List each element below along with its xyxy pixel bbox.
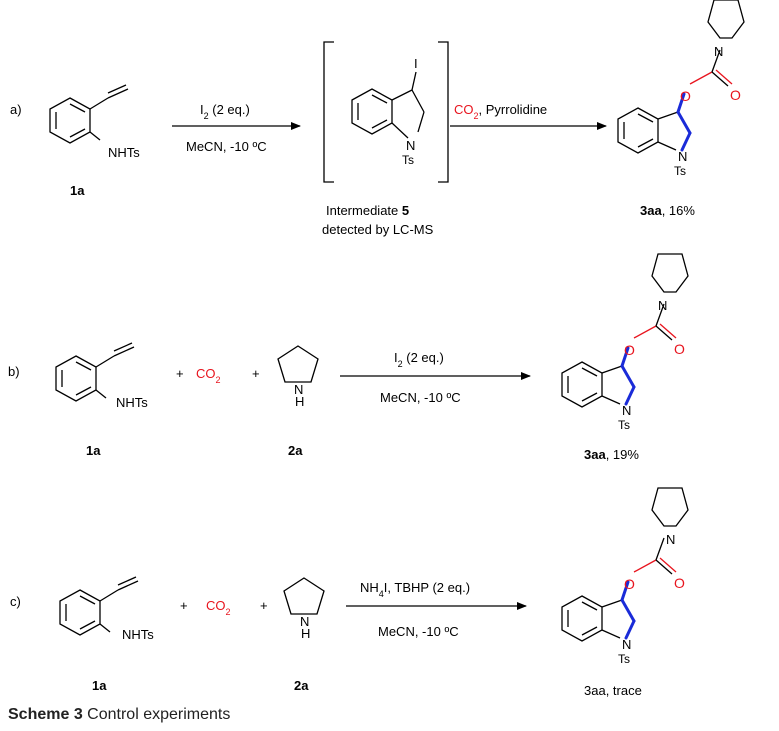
row-c-arrow-bottom: MeCN, -10 ºC	[378, 624, 459, 639]
row-b-co2: CO2	[196, 366, 221, 385]
row-c-arrow-top: NH4I, TBHP (2 eq.)	[360, 580, 470, 599]
bracket-right	[438, 41, 449, 183]
row-a-product-ring-n: N	[678, 149, 687, 164]
row-b-arrow-bottom: MeCN, -10 ºC	[380, 390, 461, 405]
caption-text: Control experiments	[87, 706, 231, 723]
row-c-plus-2: +	[260, 598, 268, 613]
row-a-substrate-id: 1a	[70, 183, 85, 198]
row-c-product: O O N N Ts	[560, 487, 689, 666]
row-b-arrow-top: I2 (2 eq.)	[394, 350, 444, 369]
row-b-label: b)	[8, 364, 20, 379]
row-c-product-label: 3aa, trace	[584, 683, 642, 698]
row-a-intermediate: I N Ts	[323, 41, 449, 183]
row-a-substrate-nhts: NHTs	[108, 145, 140, 160]
row-b-product-label: 3aa, 19%	[584, 447, 639, 462]
row-b-product: O O N N Ts	[560, 253, 689, 432]
row-b-amine-structure	[277, 345, 319, 383]
row-b-plus-2: +	[252, 366, 260, 381]
row-a-product: O O N N Ts	[616, 0, 745, 178]
row-a-product-ts: Ts	[674, 164, 686, 178]
bracket-left	[323, 41, 334, 183]
row-a-label: a)	[10, 102, 22, 117]
row-b-product-pyrrolidine-n: N	[658, 298, 667, 313]
row-c-plus-1: +	[180, 598, 188, 613]
row-c-amine-n: N	[300, 614, 309, 629]
row-c-product-ring-n: N	[622, 637, 631, 652]
row-c-substrate-id: 1a	[92, 678, 107, 693]
intermediate-caption-1: Intermediate 5	[326, 203, 409, 218]
row-c-amine-h: H	[301, 626, 310, 641]
row-b-product-o: O	[624, 342, 635, 358]
row-b-product-carbonyl-o: O	[674, 341, 685, 357]
row-b-amine-n: N	[294, 382, 303, 397]
row-a-product-pyrrolidine-n: N	[714, 44, 723, 59]
row-c-product-carbonyl-o: O	[674, 575, 685, 591]
intermediate-n: N	[406, 138, 415, 153]
row-c: c) NHTs 1a + CO2 + N H 2a NH4I, TBHP (2 …	[10, 487, 689, 698]
intermediate-ts: Ts	[402, 153, 414, 167]
row-c-product-ts: Ts	[618, 652, 630, 666]
row-b-substrate-id: 1a	[86, 443, 101, 458]
row-c-product-o: O	[624, 576, 635, 592]
row-b-product-ring-n: N	[622, 403, 631, 418]
row-a: a) NHTs 1a I2 (2 eq.) MeCN, -10 ºC I N T…	[10, 0, 745, 237]
row-b-amine-h: H	[295, 394, 304, 409]
row-a-product-o: O	[680, 88, 691, 104]
intermediate-caption-2: detected by LC-MS	[322, 222, 434, 237]
row-b-product-ts: Ts	[618, 418, 630, 432]
row-b-substrate-nhts: NHTs	[116, 395, 148, 410]
row-c-amine-structure	[283, 577, 325, 615]
row-c-amine-id: 2a	[294, 678, 309, 693]
row-b-plus-1: +	[176, 366, 184, 381]
row-b: b) NHTs 1a + CO2 + N H 2a I2 (2 eq.) MeC…	[8, 253, 689, 462]
row-a-arrow2-top: CO2, Pyrrolidine	[454, 102, 547, 121]
caption-bold: Scheme 3	[8, 706, 83, 723]
row-c-product-pyrrolidine-n: N	[666, 532, 675, 547]
row-c-label: c)	[10, 594, 21, 609]
row-b-amine-id: 2a	[288, 443, 303, 458]
intermediate-iodine: I	[414, 56, 418, 71]
row-a-product-label: 3aa, 16%	[640, 203, 695, 218]
row-c-co2: CO2	[206, 598, 231, 617]
row-a-product-carbonyl-o: O	[730, 87, 741, 103]
row-c-substrate-nhts: NHTs	[122, 627, 154, 642]
row-a-substrate-structure	[49, 84, 129, 144]
row-a-arrow1-bottom: MeCN, -10 ºC	[186, 139, 267, 154]
row-a-arrow1-top: I2 (2 eq.)	[200, 102, 250, 121]
scheme-caption: Scheme 3 Control experiments	[8, 706, 230, 724]
row-b-substrate-structure	[55, 342, 135, 402]
